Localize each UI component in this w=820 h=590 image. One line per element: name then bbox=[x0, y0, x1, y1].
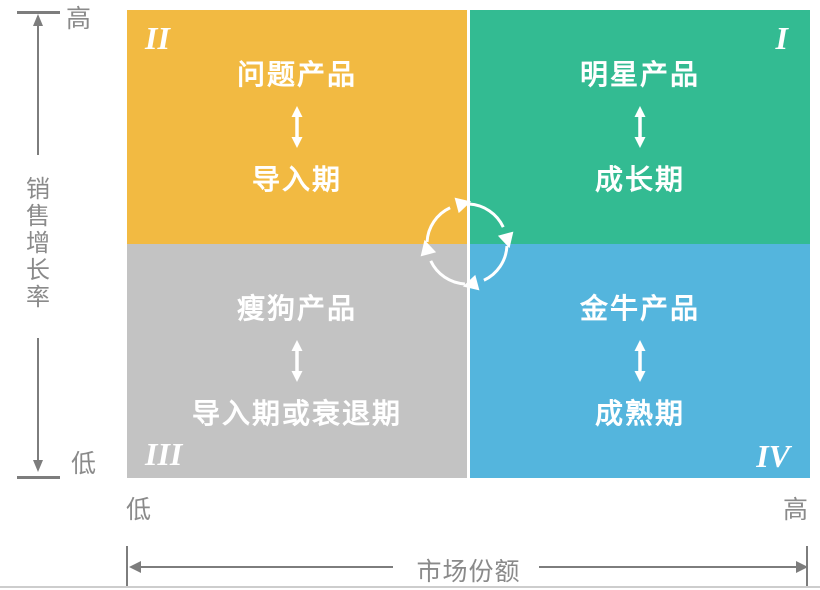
phase-label: 成熟期 bbox=[594, 398, 685, 429]
y-axis-low-label: 低 bbox=[71, 450, 97, 478]
product-label: 瘦狗产品 bbox=[236, 293, 357, 324]
y-axis-high-label: 高 bbox=[66, 5, 92, 33]
up-down-arrow-icon bbox=[291, 340, 303, 382]
quadrant-dog-products: III 瘦狗产品 导入期或衰退期 bbox=[127, 244, 467, 478]
quadrant-numeral: II bbox=[145, 20, 170, 56]
product-label: 明星产品 bbox=[579, 59, 700, 90]
phase-label: 导入期或衰退期 bbox=[191, 398, 402, 429]
y-axis-bottom-tick bbox=[17, 476, 60, 479]
y-axis-double-arrow-icon bbox=[33, 14, 43, 472]
x-axis-title: 市场份额 bbox=[416, 558, 521, 586]
up-down-arrow-icon bbox=[634, 106, 646, 148]
up-down-arrow-icon bbox=[291, 106, 303, 148]
up-down-arrow-icon bbox=[634, 340, 646, 382]
x-axis-left-tick bbox=[126, 546, 128, 588]
y-axis-top-tick bbox=[17, 11, 60, 14]
quadrant-numeral: IV bbox=[756, 438, 790, 474]
matrix-grid: II 问题产品 导入期 I 明星产品 成长期 III 瘦狗产品 bbox=[127, 10, 810, 478]
x-axis-double-arrow-icon bbox=[129, 561, 808, 573]
x-axis-low-label: 低 bbox=[126, 496, 152, 524]
bottom-divider bbox=[0, 586, 820, 588]
quadrant-numeral: I bbox=[775, 20, 788, 56]
quadrant-star-products: I 明星产品 成长期 bbox=[470, 10, 810, 244]
product-label: 问题产品 bbox=[236, 59, 357, 90]
product-label: 金牛产品 bbox=[579, 293, 700, 324]
x-axis-high-label: 高 bbox=[783, 496, 809, 524]
cycle-arrows-icon bbox=[420, 197, 514, 291]
quadrant-question-products: II 问题产品 导入期 bbox=[127, 10, 467, 244]
quadrant-numeral: III bbox=[145, 436, 183, 472]
phase-label: 成长期 bbox=[594, 164, 685, 195]
phase-label: 导入期 bbox=[251, 164, 342, 195]
y-axis-title: 销售增长率 bbox=[26, 176, 50, 311]
quadrant-cash-cow-products: IV 金牛产品 成熟期 bbox=[470, 244, 810, 478]
